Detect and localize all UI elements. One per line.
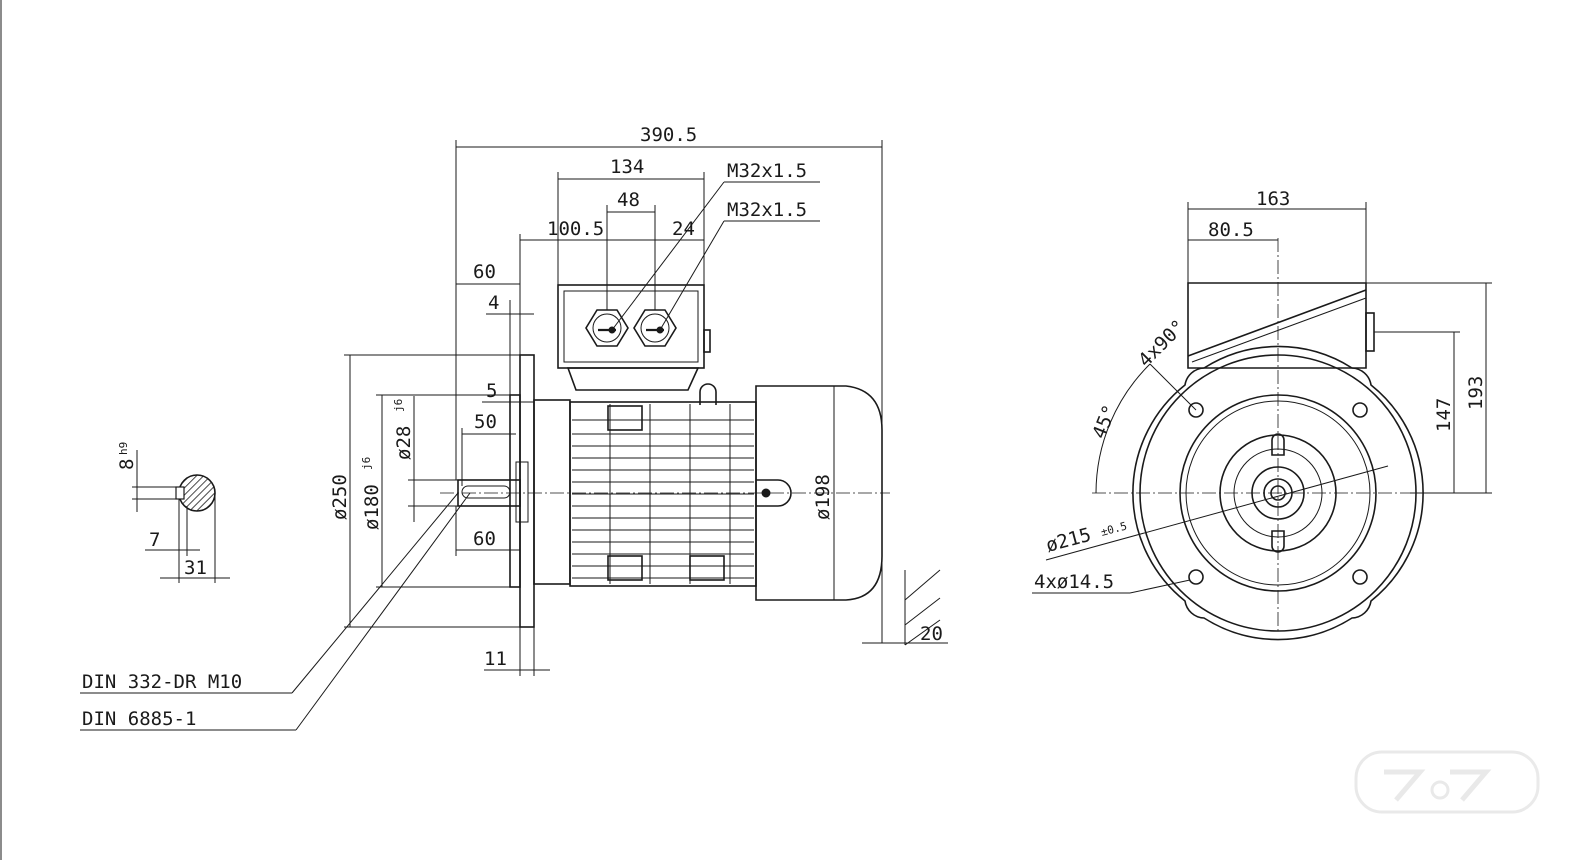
side-view: 390.5 134 48 100.5 24 M32x1.5 <box>329 124 948 676</box>
terminal-box-side-gland <box>1365 312 1375 352</box>
dim-spigot-diameter-text: ø180 <box>361 484 383 530</box>
dim-fan-clearance-text: 20 <box>920 623 943 645</box>
dim-shaft-diameter-text: ø28 <box>393 426 415 460</box>
terminal-box-lid <box>563 290 699 363</box>
cable-gland-1 <box>585 309 629 347</box>
dim-box-half-width-text: 80.5 <box>1208 219 1254 241</box>
note-center-hole: DIN 332-DR M10 <box>82 671 242 693</box>
dim-box-axis-height: 147 <box>1374 331 1460 493</box>
dim-pitch-circle-text: ø215 <box>1044 524 1094 557</box>
terminal-box-front <box>1187 282 1367 369</box>
terminal-box-base <box>566 367 700 391</box>
dim-total-height: 193 <box>1366 282 1492 494</box>
dim-flange-thickness-top: 4 <box>486 292 534 395</box>
dim-box-half-width: 80.5 <box>1188 219 1278 241</box>
shaft-section: 8 h9 7 31 <box>116 442 230 583</box>
dim-overall-length: 390.5 <box>455 124 883 643</box>
dim-key-length-text: 50 <box>474 411 497 433</box>
cable-gland-labels: M32x1.5 M32x1.5 <box>611 160 820 331</box>
flange-plate <box>519 354 535 628</box>
rib-bottom <box>1271 530 1285 553</box>
dim-spigot-depth-text: 5 <box>486 380 497 402</box>
dim-box-width-text: 134 <box>610 156 644 178</box>
dim-overall-length-text: 390.5 <box>640 124 697 146</box>
lifting-eye <box>699 383 717 405</box>
dim-gland-spacing: 48 <box>606 189 656 310</box>
terminal-box-gland <box>703 329 711 353</box>
terminal-box <box>557 284 705 369</box>
dim-flange-thickness-top-text: 4 <box>488 292 499 314</box>
mounting-hole-tl <box>1188 402 1204 418</box>
dim-pitch-circle: ø215 ±0.5 <box>1044 465 1389 561</box>
mounting-hole-br <box>1352 569 1368 585</box>
dim-shaft-diameter: ø28 j6 <box>392 396 458 522</box>
cable-gland-2 <box>633 309 677 347</box>
dim-gland-spacing-text: 48 <box>617 189 640 211</box>
dim-body-diameter: ø198 <box>812 386 835 600</box>
flange-spigot <box>509 394 521 588</box>
clearance-hatch <box>862 569 948 646</box>
terminal-box-slope-2 <box>1191 297 1367 363</box>
watermark-logo <box>1354 750 1540 814</box>
dim-key-length: 50 <box>461 411 516 486</box>
shaft-shoulder <box>515 461 529 523</box>
dim-box-offset-text: 100.5 <box>547 218 604 240</box>
dim-flange-thickness-text: 11 <box>484 648 507 670</box>
key-depth-text: 7 <box>149 529 160 551</box>
cable-gland-1-label: M32x1.5 <box>727 160 807 182</box>
dim-box-axis-height-text: 147 <box>1433 398 1455 432</box>
dim-spigot-diameter: ø180 j6 <box>360 394 510 588</box>
cooling-ribs <box>572 404 754 584</box>
front-view: 163 80.5 193 147 45° 4x90° <box>1032 188 1492 641</box>
drawing-notes: DIN 332-DR M10 DIN 6885-1 <box>80 492 471 731</box>
shaft-height-text: 31 <box>184 557 207 579</box>
dim-flange-diameter: ø250 <box>329 354 520 628</box>
dim-hole-angle-text: 45° <box>1088 402 1121 442</box>
dim-gland-offset-text: 24 <box>672 218 695 240</box>
terminal-box-slope <box>1187 289 1367 357</box>
mounting-holes-label: 4xø14.5 <box>1032 571 1191 594</box>
dim-flange-to-box: 60 <box>456 261 520 285</box>
mounting-holes-text: 4xø14.5 <box>1034 571 1114 593</box>
dim-spigot-depth: 5 <box>482 380 534 403</box>
dim-spigot-tolerance: j6 <box>360 457 373 470</box>
body-pad-bottom <box>607 555 643 581</box>
keyway <box>175 486 185 500</box>
key-tolerance: h9 <box>117 442 130 455</box>
dim-total-height-text: 193 <box>1465 376 1487 410</box>
dim-shaft-length: 60 <box>455 506 520 556</box>
dim-box-width-front-text: 163 <box>1256 188 1290 210</box>
key-width-text: 8 <box>116 459 138 470</box>
dim-hole-pattern-text: 4x90° <box>1134 316 1190 372</box>
dim-box-width: 134 <box>557 156 705 285</box>
body-pad-top <box>607 405 643 431</box>
note-key-standard: DIN 6885-1 <box>82 708 196 730</box>
cable-gland-2-label: M32x1.5 <box>727 199 807 221</box>
dim-pitch-tolerance: ±0.5 <box>1099 519 1128 538</box>
ground-terminal <box>756 479 792 507</box>
mounting-hole-bl <box>1188 569 1204 585</box>
dim-flange-diameter-text: ø250 <box>329 474 351 520</box>
dim-flange-to-box-text: 60 <box>473 261 496 283</box>
flange-outline <box>1132 345 1424 641</box>
motor-neck <box>533 399 571 585</box>
dim-shaft-tolerance: j6 <box>392 399 405 412</box>
dim-box-offset: 100.5 24 <box>519 218 704 355</box>
dim-box-width-front: 163 <box>1187 188 1367 283</box>
dim-shaft-length-text: 60 <box>473 528 496 550</box>
shaft-key <box>461 485 511 499</box>
body-pad-bottom-2 <box>689 555 725 581</box>
mounting-hole-tr <box>1352 402 1368 418</box>
dim-flange-thickness: 11 <box>484 627 550 676</box>
dim-body-diameter-text: ø198 <box>812 474 834 520</box>
rib-top <box>1271 433 1285 456</box>
